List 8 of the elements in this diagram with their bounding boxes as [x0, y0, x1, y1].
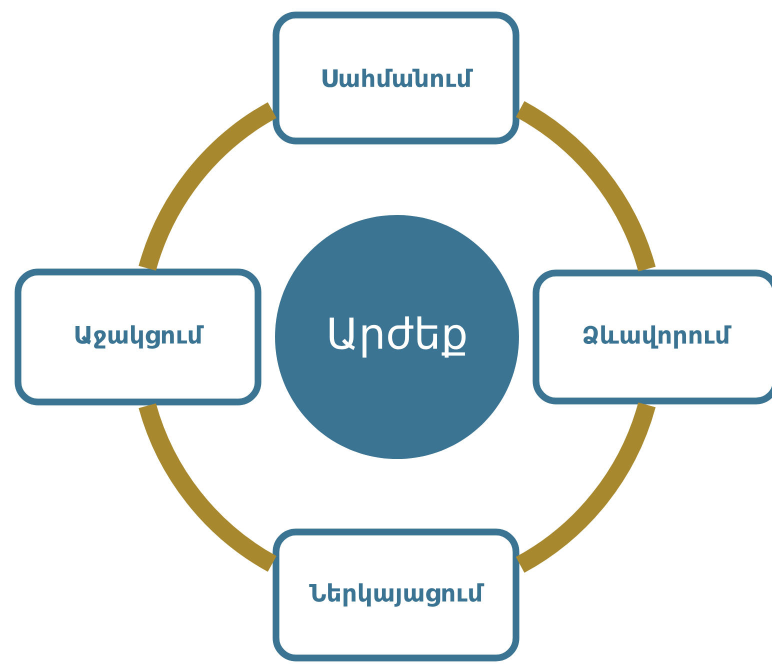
- ring-arc: [516, 101, 656, 272]
- ring-arc: [516, 402, 656, 573]
- process-box: Աջակցում: [14, 268, 262, 406]
- process-box: Ձևավորում: [532, 270, 772, 404]
- ring-arc: [138, 403, 277, 572]
- process-box: Ներկայացում: [272, 528, 520, 662]
- process-box: Սահմանում: [272, 12, 520, 144]
- ring-arc: [138, 102, 277, 271]
